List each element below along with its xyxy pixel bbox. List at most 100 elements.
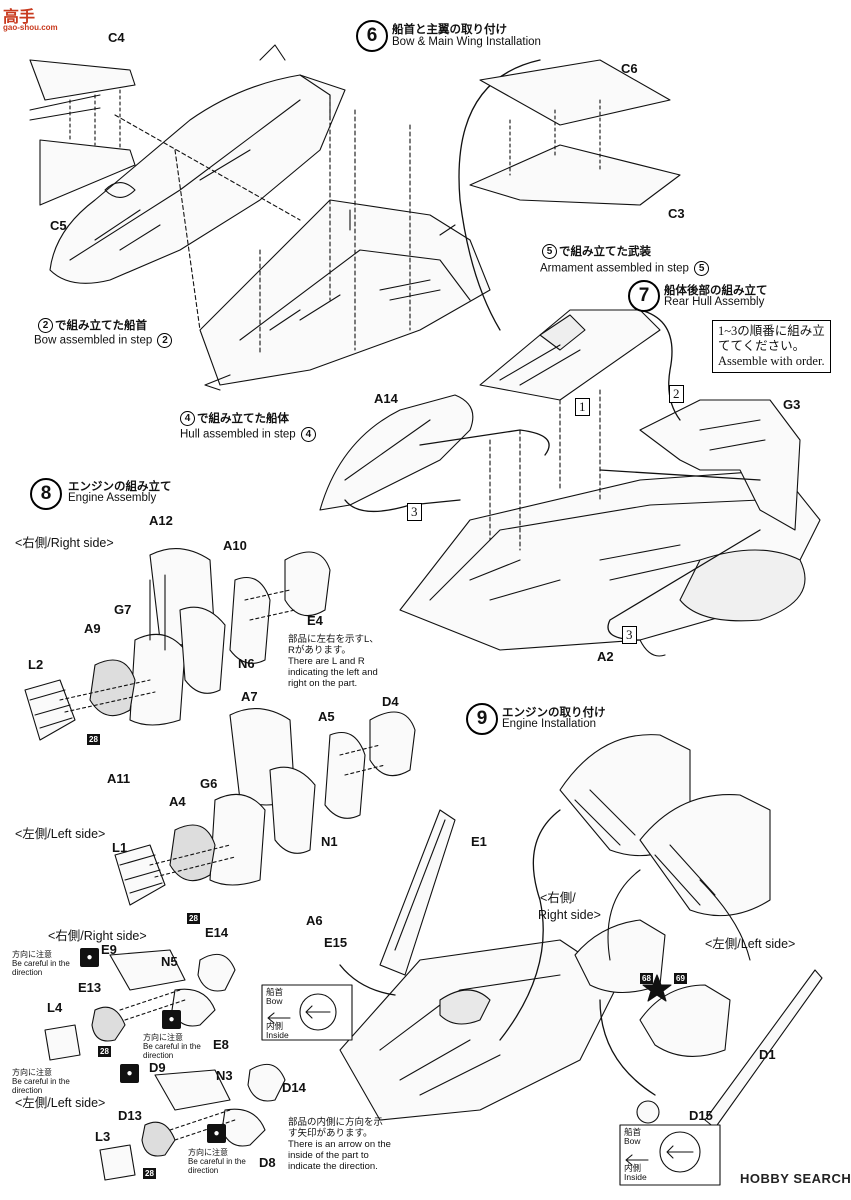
part-d13: D13 (118, 1108, 142, 1123)
color-tag-1: 28 (87, 734, 100, 745)
step9-number: 9 (466, 703, 498, 735)
part-l4: L4 (47, 1000, 63, 1015)
caution-e8-en: Be careful in the direction (143, 1042, 201, 1060)
hull-ref-jp-text: で組み立てた船体 (197, 413, 289, 425)
color-tag-6: 69 (674, 973, 687, 984)
small-engine-right (44, 949, 236, 1061)
part-e9: E9 (101, 942, 117, 957)
lr-note-en: There are L and R indicating the left an… (288, 656, 378, 689)
step7-number: 7 (628, 280, 660, 312)
part-a2: A2 (597, 649, 614, 664)
bow-top-en: Bow (266, 996, 283, 1006)
bow-ref-en-text: Bow assembled in step (34, 334, 153, 347)
hull-drawing (199, 199, 491, 391)
a14-arrow (419, 429, 550, 456)
part-a10: A10 (223, 538, 247, 553)
step9-title-jp: エンジンの取り付け (502, 707, 606, 719)
step7-title-en: Rear Hull Assembly (664, 296, 765, 308)
step6-title-jp: 船首と主翼の取り付け (392, 24, 507, 36)
part-a5: A5 (318, 709, 335, 724)
part-e4: E4 (307, 613, 323, 628)
side-label-left-9: <左側/Left side> (705, 937, 796, 951)
wing-c4-c5-drawing (29, 59, 136, 206)
side-label-right-small: <右側/Right side> (48, 929, 147, 943)
part-c3: C3 (668, 206, 685, 221)
order-mark-1: 1 (575, 398, 590, 416)
part-g7: G7 (114, 602, 132, 617)
part-e1: E1 (471, 834, 487, 849)
caution-e9-en: Be careful in the direction (12, 959, 70, 977)
star-decal-icon (642, 974, 672, 1002)
part-l3: L3 (95, 1129, 111, 1144)
hull-ref-en-text: Hull assembled in step (180, 428, 296, 441)
lr-note-jp2: Rがあります。 (288, 645, 351, 656)
order-mark-2: 2 (669, 385, 684, 403)
caution-icon-e9: ● (80, 948, 99, 967)
rear-hull-drawing (399, 469, 821, 657)
part-n3: N3 (216, 1068, 233, 1083)
fin-e1-drawing (379, 809, 456, 976)
bow-diagram-top (261, 984, 353, 1041)
bow-diagram-bottom (619, 1124, 721, 1186)
part-c6: C6 (621, 61, 638, 76)
part-d9: D9 (149, 1060, 166, 1075)
bow-ref-jp-text: で組み立てた船首 (55, 320, 147, 332)
step6-title-en: Bow & Main Wing Installation (392, 36, 541, 48)
watermark-site: gao-shou.com (3, 23, 58, 32)
bow-top-jp: 船首 (266, 987, 284, 997)
caution-icon-d9: ● (120, 1064, 139, 1083)
step6-guide-lines (114, 94, 411, 356)
caution-e8-jp: 方向に注意 (143, 1033, 183, 1042)
part-g6: G6 (200, 776, 218, 791)
caution-d9-en: Be careful in the direction (12, 1077, 70, 1095)
armament-drawing (479, 309, 661, 401)
lr-note-jp1: 部品に左右を示すL、 (288, 634, 379, 645)
left-engine-assembly (114, 708, 416, 906)
order-mark-3b: 3 (622, 626, 637, 644)
part-n6: N6 (238, 656, 255, 671)
order-note-jp2: ててください。 (718, 339, 806, 353)
right-engine-assembly (24, 548, 331, 741)
order-mark-3a: 3 (407, 503, 422, 521)
part-l1: L1 (112, 840, 128, 855)
step6-number: 6 (356, 20, 388, 52)
d15-part-shape (636, 1100, 660, 1124)
bow-bottom-jp: 船首 (624, 1127, 642, 1137)
arm-ref-en-text: Armament assembled in step (540, 262, 689, 275)
bow-ref-en: Bow assembled in step 2 (34, 333, 174, 348)
bow-ref-step-badge: 2 (38, 318, 53, 334)
wing-c6-c3-drawing (469, 59, 681, 206)
bow-assembly-drawing (49, 44, 346, 284)
part-n1: N1 (321, 834, 338, 849)
color-tag-3: 28 (98, 1046, 111, 1057)
part-e15: E15 (324, 935, 348, 950)
inside-bottom-en: Inside (624, 1172, 647, 1182)
side-label-right-8: <右側/Right side> (15, 536, 114, 550)
caution-d8-jp: 方向に注意 (188, 1148, 228, 1157)
part-a7: A7 (241, 689, 258, 704)
arm-ref-en: Armament assembled in step 5 (540, 261, 711, 276)
arm-ref-jp-text: で組み立てた武装 (559, 246, 651, 258)
a14-part-drawing (319, 394, 474, 511)
caution-icon-e8: ● (162, 1010, 181, 1029)
hull-installation-drawing (339, 939, 621, 1121)
bow-bottom-en: Bow (624, 1136, 641, 1146)
part-d4: D4 (382, 694, 399, 709)
part-d1: D1 (759, 1047, 776, 1062)
order-note: 1~3の順番に組み立 ててください。 Assemble with order. (712, 320, 831, 373)
part-g3: G3 (783, 397, 801, 412)
bow-ref-step-badge-2: 2 (157, 333, 173, 348)
arrow-note-en: There is an arrow on the inside of the p… (288, 1139, 391, 1172)
part-e8: E8 (213, 1037, 229, 1052)
part-a11: A11 (107, 771, 131, 786)
step8-title-en: Engine Assembly (68, 492, 157, 504)
